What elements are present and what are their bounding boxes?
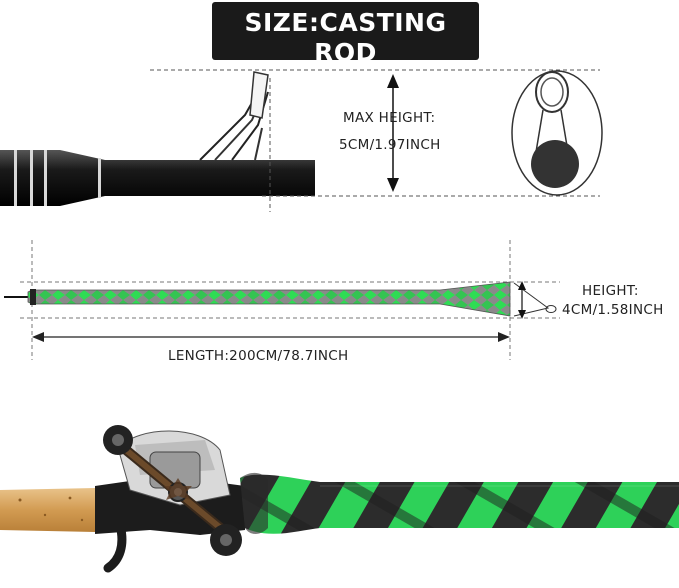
length-label: LENGTH:200CM/78.7INCH: [168, 348, 349, 364]
rod-sleeve-illustration: [4, 281, 557, 317]
title-badge: SIZE:CASTING ROD FOR BAITCAST UP TO 7-1/…: [212, 2, 479, 83]
rod-butt-illustration: [0, 71, 315, 206]
casting-rod-with-sleeve-photo: [0, 425, 679, 573]
max-height-value: 5CM/1.97INCH: [339, 137, 441, 153]
guide-cross-section-icon: [511, 70, 603, 196]
max-height-label: MAX HEIGHT:: [343, 110, 436, 126]
height-value: 4CM/1.58INCH: [562, 302, 664, 318]
title-subtitle: FOR BAITCAST UP TO 7-1/4FT - 8FT: [229, 69, 462, 83]
height-label: HEIGHT:: [582, 283, 639, 299]
title-main: SIZE:CASTING ROD: [244, 8, 447, 67]
